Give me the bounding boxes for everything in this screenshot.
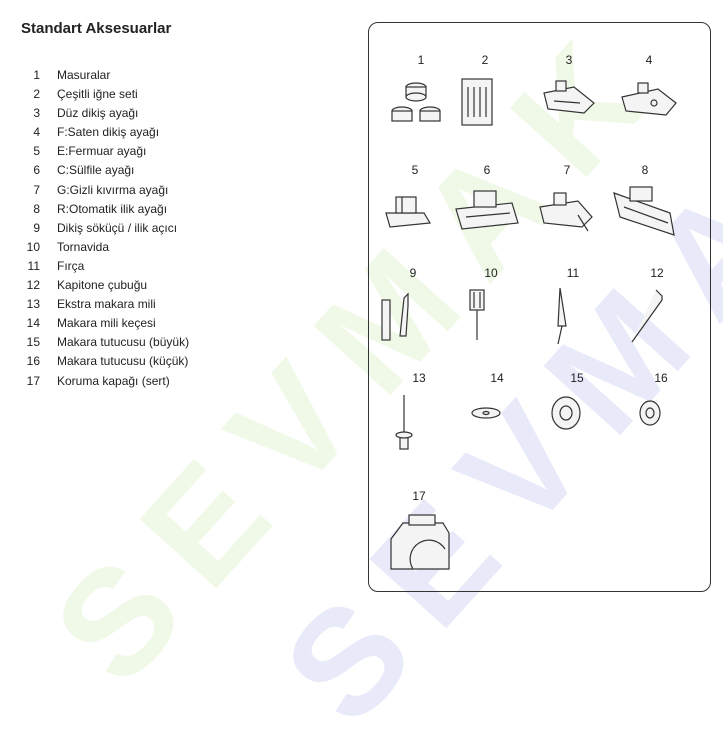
item-label: Makara mili keçesi [57,316,156,331]
brush-icon [557,287,567,345]
bobbins-icon [391,82,441,122]
item-label: E:Fermuar ayağı [57,144,147,159]
item-number: 15 [26,335,40,350]
illustration-number: 14 [490,371,504,385]
list-item: 13 Ekstra makara mili [20,297,189,316]
item-label: Kapitone çubuğu [57,278,148,293]
item-number: 7 [33,182,40,197]
item-label: F:Saten dikiş ayağı [57,125,160,140]
item-number: 2 [33,87,40,102]
item-label: Makara tutucusu (küçük) [57,354,189,369]
screwdriver-icon [469,289,485,340]
list-item: 1 Masuralar [20,68,189,87]
item-number: 17 [26,373,40,388]
hard-cover-icon [390,514,450,570]
item-label: Makara tutucusu (büyük) [57,335,190,350]
item-number: 11 [27,258,40,273]
illustration-number: 10 [484,266,498,280]
list-item: 10 Tornavida [20,240,189,259]
spool-pin-icon [395,395,413,450]
item-label: C:Sülfile ayağı [57,163,135,178]
item-number: 9 [33,220,40,235]
item-number: 10 [26,239,40,254]
item-number: 12 [26,278,40,293]
illustration-number: 8 [641,163,649,177]
item-number: 16 [26,354,40,369]
cording-foot-icon [455,190,519,230]
item-label: G:Gizli kıvırma ayağı [57,182,169,197]
item-number: 14 [26,316,40,331]
item-label: Düz dikiş ayağı [57,106,139,121]
illustration-number: 6 [483,163,491,177]
accessory-list: 1 Masuralar 2 Çeşitli iğne seti 3 Düz dikiş a… [20,68,189,393]
buttonhole-foot-icon [613,186,675,236]
item-number: 4 [33,125,40,140]
illustration-number: 15 [570,371,584,385]
page-title: Standart Aksesuarlar [21,20,172,37]
zipper-foot-icon [385,196,432,228]
item-label: Dikiş söküçü / ilik açıcı [57,220,178,235]
illustration-number: 2 [481,53,489,67]
illustration-number: 13 [412,371,426,385]
item-number: 8 [33,201,40,216]
item-label: Çeşitli iğne seti [57,87,138,102]
illustration-number: 11 [566,266,580,280]
blind-hem-foot-icon [539,192,593,232]
item-label: R:Otomatik ilik ayağı [57,201,168,216]
list-item: 8 R:Otomatik ilik ayağı [20,202,189,221]
illustration-number: 7 [563,163,571,177]
item-label: Ekstra makara mili [57,297,156,312]
list-item: 4 F:Saten dikiş ayağı [20,125,189,144]
item-label: Koruma kapağı (sert) [57,373,170,388]
item-label: Fırça [57,258,85,273]
item-number: 5 [33,144,40,159]
straight-foot-icon [543,80,595,114]
large-spool-cap-icon [551,396,581,430]
list-item: 16 Makara tutucusu (küçük) [20,354,189,373]
item-number: 3 [33,106,40,121]
quilting-guide-icon [631,289,663,343]
item-number: 13 [26,297,40,312]
illustration-number: 12 [650,266,664,280]
item-label: Tornavida [57,239,110,254]
illustration-number: 1 [417,53,425,67]
list-item: 17 Koruma kapağı (sert) [20,374,189,393]
list-item: 9 Dikiş söküçü / ilik açıcı [20,221,189,240]
list-item: 11 Fırça [20,259,189,278]
small-spool-cap-icon [639,400,661,426]
spool-felt-icon [471,407,501,419]
illustration-number: 5 [411,163,419,177]
item-label: Masuralar [57,68,111,82]
item-number: 6 [33,163,40,178]
satin-foot-icon [621,82,677,116]
illustration-number: 9 [409,266,417,280]
list-item: 15 Makara tutucusu (büyük) [20,335,189,354]
illustration-number: 3 [565,53,573,67]
needle-set-icon [461,78,493,126]
list-item: 2 Çeşitli iğne seti [20,87,189,106]
list-item: 6 C:Sülfile ayağı [20,163,189,182]
list-item: 7 G:Gizli kıvırma ayağı [20,183,189,202]
list-item: 5 E:Fermuar ayağı [20,144,189,163]
list-item: 12 Kapitone çubuğu [20,278,189,297]
seam-ripper-icon [381,292,409,341]
list-item: 3 Düz dikiş ayağı [20,106,189,125]
illustration-number: 16 [654,371,668,385]
item-number: 1 [33,68,40,82]
illustration-number: 17 [412,489,426,503]
illustration-number: 4 [645,53,653,67]
list-item: 14 Makara mili keçesi [20,316,189,335]
